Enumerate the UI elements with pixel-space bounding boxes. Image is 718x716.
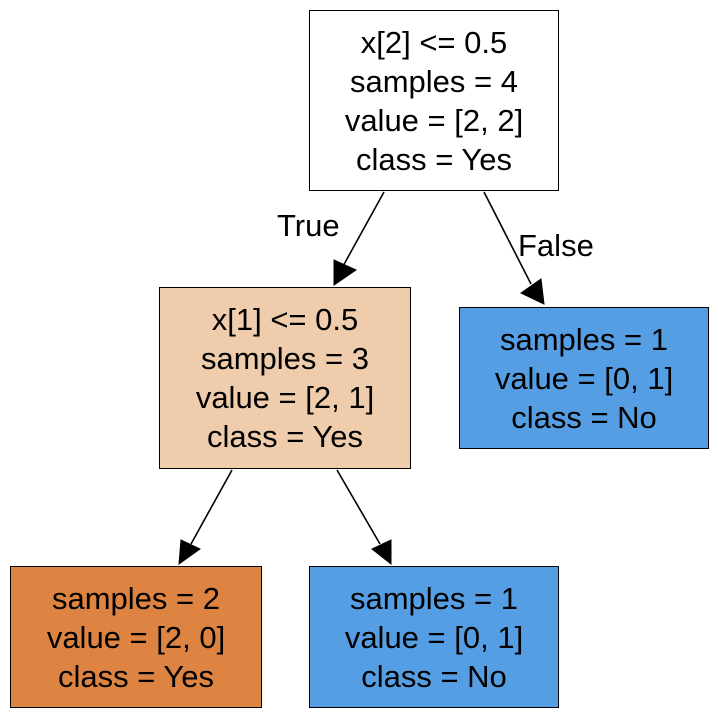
tree-node-left-right-leaf: samples = 1 value = [0, 1] class = No — [309, 566, 559, 708]
tree-node-right-leaf: samples = 1 value = [0, 1] class = No — [459, 307, 709, 449]
node-class: class = No — [511, 399, 657, 435]
edge-left-to-left-right — [336, 469, 381, 545]
edge-left-to-left-left — [190, 469, 233, 545]
node-class: class = Yes — [58, 658, 214, 694]
edge-label-true: True — [277, 208, 340, 243]
node-class: class = Yes — [207, 419, 363, 454]
node-value: value = [0, 1] — [494, 360, 674, 396]
arrowhead-root-to-left — [333, 259, 358, 286]
arrowhead-root-to-right — [520, 278, 545, 305]
arrowhead-left-to-left-right — [371, 539, 392, 566]
node-value: value = [2, 1] — [195, 380, 375, 415]
node-samples: samples = 2 — [51, 580, 220, 616]
node-split-rule: x[2] <= 0.5 — [360, 24, 508, 60]
tree-node-left: x[1] <= 0.5 samples = 3 value = [2, 1] c… — [159, 287, 411, 469]
edge-label-false: False — [518, 228, 594, 263]
tree-node-left-left-leaf: samples = 2 value = [2, 0] class = Yes — [10, 566, 262, 708]
edge-root-to-right — [483, 191, 532, 285]
node-value: value = [2, 0] — [46, 619, 226, 655]
edge-root-to-left — [341, 191, 385, 269]
node-samples: samples = 1 — [349, 580, 518, 616]
node-class: class = No — [361, 658, 507, 694]
arrowhead-left-to-left-left — [178, 539, 201, 566]
node-samples: samples = 3 — [200, 341, 369, 376]
node-split-rule: x[1] <= 0.5 — [211, 302, 359, 337]
node-samples: samples = 1 — [499, 321, 668, 357]
tree-node-root: x[2] <= 0.5 samples = 4 value = [2, 2] c… — [309, 10, 559, 191]
node-samples: samples = 4 — [349, 63, 518, 99]
node-value: value = [0, 1] — [344, 619, 524, 655]
node-value: value = [2, 2] — [344, 102, 524, 138]
node-class: class = Yes — [356, 141, 512, 177]
